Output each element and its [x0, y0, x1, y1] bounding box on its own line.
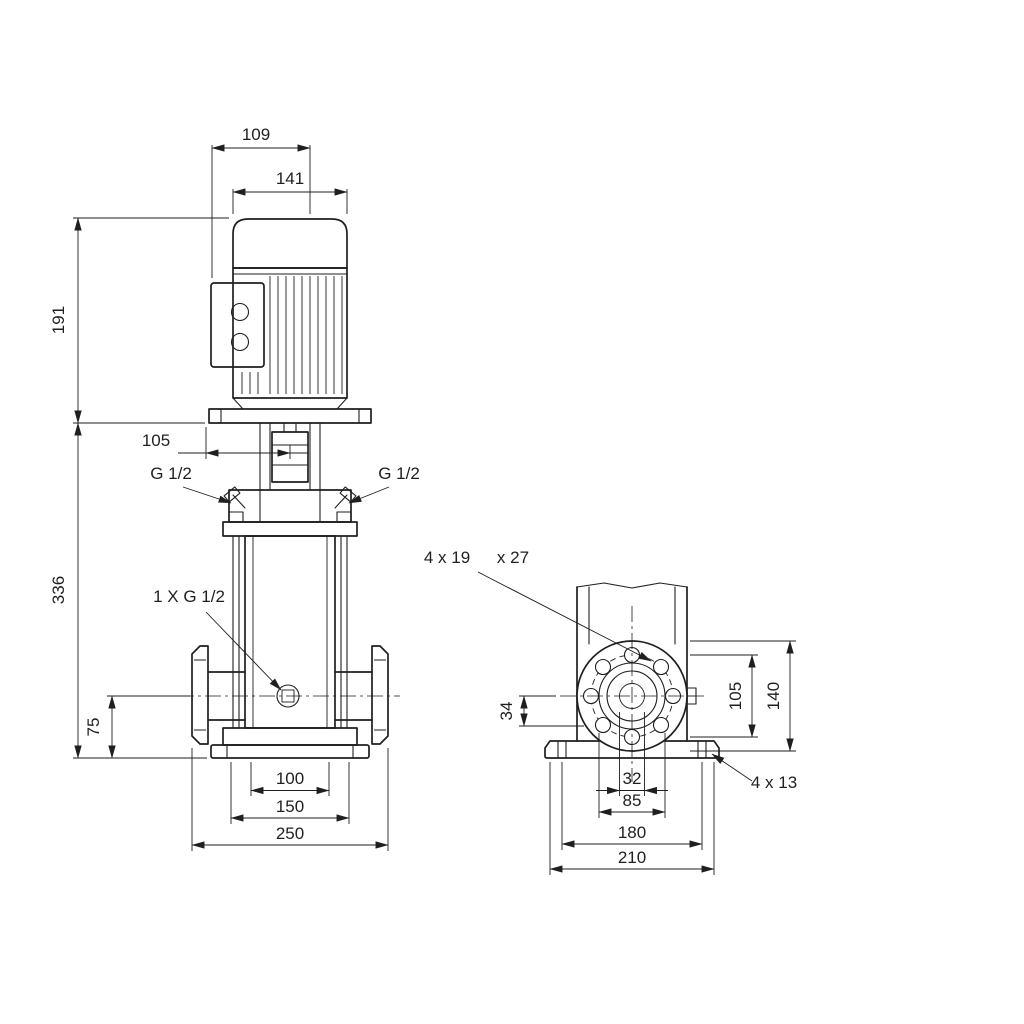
dim-motor-depth-109: 109 — [211, 125, 311, 278]
flange-left — [191, 645, 209, 745]
dim-label-bolt-circle: 105 — [726, 682, 745, 710]
front-view: 109 141 191 105 336 G 1/2 — [49, 125, 420, 851]
drain-plug-label: 1 X G 1/2 — [153, 587, 225, 606]
dim-label-105: 105 — [142, 431, 170, 450]
pump-head — [222, 486, 358, 537]
dim-motor-width-141: 141 — [232, 169, 348, 214]
dim-stool-105: 105 — [142, 427, 291, 459]
dim-label-34: 34 — [497, 702, 516, 721]
staybolt-nut — [228, 511, 244, 523]
dim-label-250: 250 — [276, 824, 304, 843]
flange-holes-label-cont: x 27 — [497, 548, 529, 567]
motor — [232, 218, 348, 410]
dim-label-flange-od: 140 — [764, 682, 783, 710]
dim-label-75: 75 — [84, 718, 103, 737]
bolt-hole — [652, 716, 670, 734]
base-holes-label: 4 x 13 — [751, 773, 797, 792]
bolt-hole — [652, 658, 670, 676]
flange-holes-callout: 4 x 19 x 27 — [424, 548, 652, 662]
dim-label-141: 141 — [276, 169, 304, 188]
plug-right-label: G 1/2 — [378, 464, 420, 483]
dim-base-length-210: 210 — [549, 762, 715, 875]
dim-motor-height-191: 191 — [49, 217, 229, 424]
dim-port-height-75: 75 — [84, 695, 190, 759]
terminal-box — [210, 282, 265, 368]
sleeve — [244, 535, 336, 729]
bolt-hole — [594, 716, 612, 734]
base-plate — [210, 744, 370, 759]
bolt-hole — [594, 658, 612, 676]
dim-label-150: 150 — [276, 797, 304, 816]
dim-150: 150 — [230, 762, 350, 824]
drain-label: 1 X G 1/2 — [153, 587, 282, 691]
plug-label-left: G 1/2 — [150, 464, 232, 504]
dim-pump-height-336: 336 — [49, 422, 207, 759]
dim-raised-face-85: 85 — [598, 733, 666, 818]
plug-label-right: G 1/2 — [348, 464, 420, 504]
motor-body — [232, 267, 348, 399]
staybolts — [232, 535, 348, 729]
chamber-stack — [232, 535, 348, 729]
dim-label-109: 109 — [242, 125, 270, 144]
side-view: 4 x 19 x 27 34 105 140 32 — [424, 548, 797, 875]
port-flange-face — [560, 606, 704, 782]
bottom-flange — [222, 727, 358, 746]
motor-fins — [241, 276, 343, 394]
shaft — [283, 422, 297, 433]
dim-bore-32: 32 — [596, 712, 668, 796]
cable-entry-hole — [230, 302, 250, 322]
dim-label-32: 32 — [623, 769, 642, 788]
dim-34: 34 — [497, 695, 584, 727]
cable-entry-hole — [230, 332, 250, 352]
port-flanges — [191, 645, 389, 745]
dim-bolt-circle-105: 105 — [690, 654, 758, 738]
dim-flange-od-140: 140 — [690, 640, 796, 752]
dim-bolt-spacing-180: 180 — [561, 762, 703, 850]
plug-left-label: G 1/2 — [150, 464, 192, 483]
head-flange — [222, 521, 358, 537]
dim-label-336: 336 — [49, 576, 68, 604]
flange-holes-label: 4 x 19 — [424, 548, 470, 567]
dim-label-191: 191 — [49, 306, 68, 334]
coupling — [271, 431, 309, 483]
dim-label-100: 100 — [276, 769, 304, 788]
dim-port-to-port-250: 250 — [191, 748, 389, 851]
motor-taper — [232, 397, 348, 410]
dim-label-85: 85 — [623, 791, 642, 810]
dim-100: 100 — [250, 762, 330, 796]
base-bolt-slots — [557, 740, 707, 759]
staybolt-nut — [336, 511, 352, 523]
motor-flange — [208, 408, 372, 424]
base-holes-callout: 4 x 13 — [711, 753, 797, 792]
flange-right — [371, 645, 389, 745]
fan-cover — [232, 218, 348, 269]
base — [210, 727, 370, 759]
body-break-line — [576, 582, 688, 589]
dim-label-180: 180 — [618, 823, 646, 842]
dim-label-210: 210 — [618, 848, 646, 867]
